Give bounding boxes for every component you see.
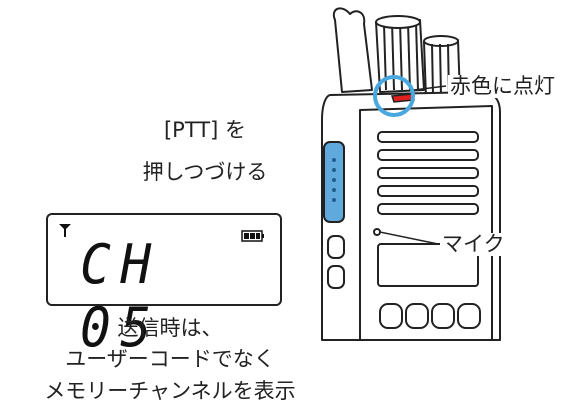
red-led-label: 赤色に点灯 <box>448 74 557 98</box>
note-line1: 送信時は、 <box>117 316 223 340</box>
lcd-channel-text: CH 05 <box>80 233 161 359</box>
led-highlight-circle <box>373 75 415 117</box>
antenna <box>332 7 373 93</box>
lcd-display: CH 05 <box>46 213 282 359</box>
speaker-grille <box>377 131 479 215</box>
mic-hole <box>373 228 381 236</box>
battery-full-icon <box>241 230 264 242</box>
key-1 <box>379 303 403 329</box>
side-button-upper <box>327 235 345 259</box>
key-3 <box>431 303 455 329</box>
mic-label: マイク <box>440 232 507 256</box>
key-2 <box>405 303 429 329</box>
antenna-icon <box>59 224 71 237</box>
key-4 <box>457 303 481 329</box>
note-line2: ユーザーコードでなく <box>65 347 275 371</box>
note-line3: メモリーチャンネルを表示 <box>44 379 296 403</box>
led-leader-line <box>413 85 447 91</box>
ptt-instruction-line1: [PTT] を <box>163 118 246 142</box>
ptt-instruction-line2: 押しつづける <box>142 160 268 184</box>
mic-leader-line <box>379 231 439 245</box>
side-button-lower <box>327 265 345 289</box>
